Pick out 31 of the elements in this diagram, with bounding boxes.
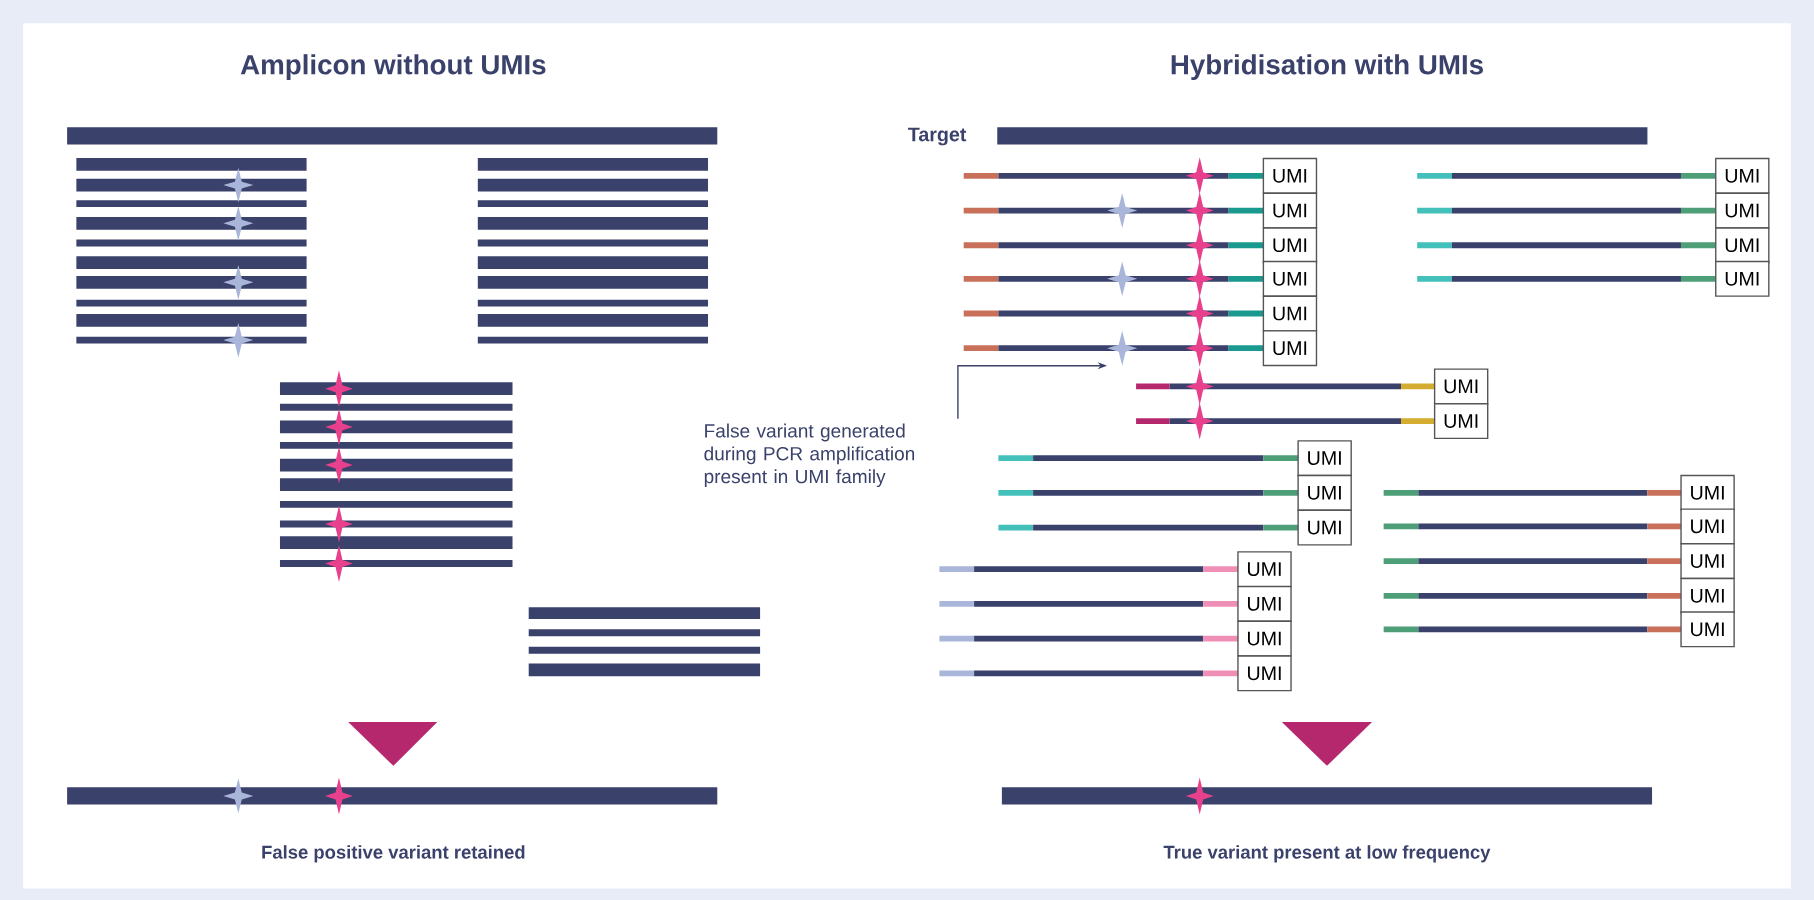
umi-box: UMI xyxy=(1262,260,1318,297)
umi-box: UMI xyxy=(1297,509,1352,546)
umi-box: UMI xyxy=(1715,227,1770,264)
umi-box: UMI xyxy=(1680,611,1735,648)
panel-title: Hybridisation with UMIs xyxy=(1171,54,1483,80)
umi-box: UMI xyxy=(1715,260,1770,297)
result-caption: True variant present at low frequency xyxy=(1163,845,1491,863)
umi-box: UMI xyxy=(1297,440,1352,477)
umi-box: UMI xyxy=(1715,192,1770,229)
panel-title: Amplicon without UMIs xyxy=(240,54,546,80)
umi-box: UMI xyxy=(1680,577,1735,614)
umi-box: UMI xyxy=(1433,403,1489,440)
umi-box: UMI xyxy=(1262,192,1318,229)
variant-star xyxy=(1107,330,1138,366)
umi-box: UMI xyxy=(1680,508,1735,545)
annotation-text: False variant generated during PCR amplification present in UMI family xyxy=(704,423,915,488)
umi-box: UMI xyxy=(1262,227,1318,264)
umi-box: UMI xyxy=(1262,330,1318,367)
umi-box: UMI xyxy=(1262,295,1318,332)
umi-box: UMI xyxy=(1680,543,1735,580)
target-label: Target xyxy=(908,127,967,146)
umi-box: UMI xyxy=(1237,585,1292,622)
umi-box: UMI xyxy=(1680,474,1735,511)
umi-box: UMI xyxy=(1237,655,1292,692)
umi-box: UMI xyxy=(1715,157,1770,194)
umi-box: UMI xyxy=(1237,551,1292,588)
umi-box: UMI xyxy=(1433,368,1489,405)
umi-box: UMI xyxy=(1262,157,1318,194)
umi-box: UMI xyxy=(1297,474,1352,511)
result-caption: False positive variant retained xyxy=(262,845,525,863)
umi-box: UMI xyxy=(1237,620,1292,657)
